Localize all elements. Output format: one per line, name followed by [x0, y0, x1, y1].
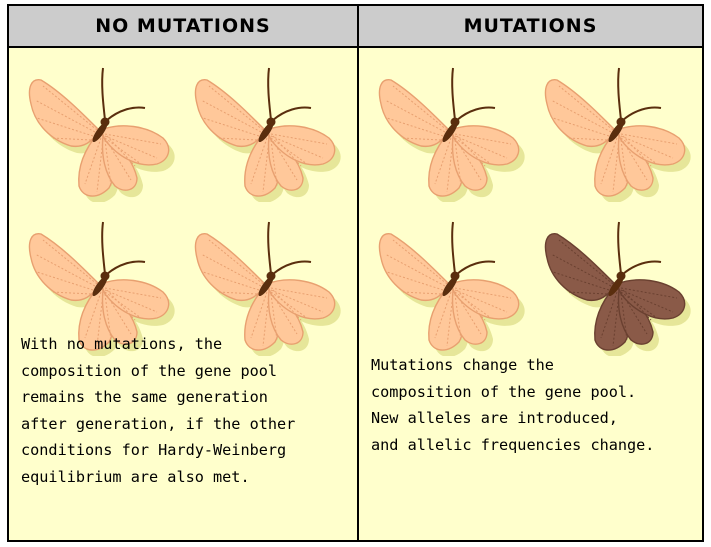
butterfly-3 [371, 216, 529, 356]
butterfly-2 [537, 62, 695, 202]
butterfly-2 [187, 62, 345, 202]
butterfly-1 [21, 62, 179, 202]
mutant-butterfly [537, 216, 695, 356]
panel-mutations: MUTATIONS Mutations change the compositi… [359, 6, 702, 540]
panel-caption: Mutations change the composition of the … [371, 352, 654, 458]
panel-caption: With no mutations, the composition of th… [21, 331, 295, 490]
panel-no-mutations: NO MUTATIONS With no mutations, the comp… [9, 6, 359, 540]
panel-title: MUTATIONS [359, 6, 702, 48]
butterfly-1 [371, 62, 529, 202]
panel-title: NO MUTATIONS [9, 6, 357, 48]
figure-frame: NO MUTATIONS With no mutations, the comp… [7, 4, 704, 542]
